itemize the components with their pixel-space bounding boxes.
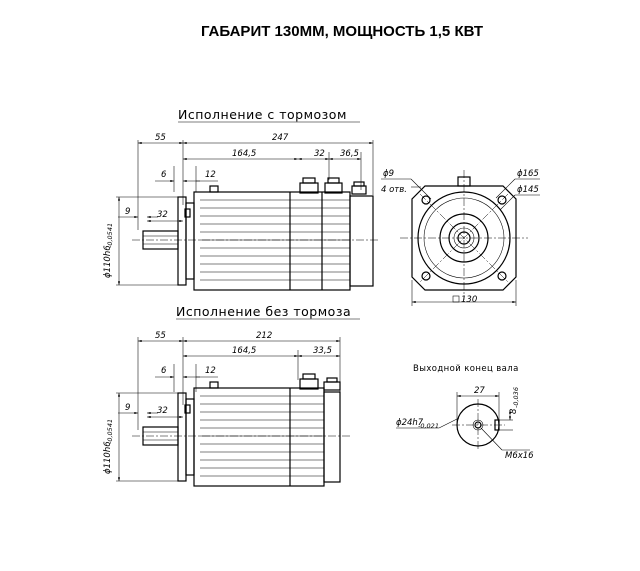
shaft-key-tol: -0,036 xyxy=(512,387,520,408)
dim-55: 55 xyxy=(155,133,166,143)
shaft-tol-v2: -0,0541 xyxy=(106,419,114,444)
dim-164-5: 164,5 xyxy=(232,149,256,159)
dim-9-b: 9 xyxy=(125,403,130,413)
view-with-brake: Исполнение с тормозом 55 247 164,5 32 36… xyxy=(103,107,380,291)
front-square: 130 xyxy=(461,295,477,305)
dim-164-5-b: 164,5 xyxy=(232,346,256,356)
without-brake-label: Исполнение без тормоза xyxy=(176,304,351,319)
shaft-d24-tol: -0,021 xyxy=(418,422,439,430)
shaft-dia-v1: ϕ110h6 xyxy=(103,245,113,278)
shaft-dia-v2: ϕ110h6 xyxy=(103,441,113,474)
front-d145: ϕ145 xyxy=(517,185,539,195)
drawing-title: ГАБАРИТ 130ММ, МОЩНОСТЬ 1,5 КВТ xyxy=(201,23,483,40)
dim-6-b: 6 xyxy=(161,366,167,376)
shaft-thread: М6х16 xyxy=(505,451,534,461)
shaft-key-width: 8 xyxy=(509,408,519,414)
dim-36-5: 36,5 xyxy=(340,149,359,159)
shaft-d24: ϕ24h7 xyxy=(396,418,424,428)
shaft-tol-v1: -0,0541 xyxy=(106,223,114,248)
dim-33-5: 33,5 xyxy=(313,346,332,356)
shaft-d27: 27 xyxy=(474,386,485,396)
shaft-end-label: Выходной конец вала xyxy=(413,364,519,374)
with-brake-label: Исполнение с тормозом xyxy=(178,107,347,122)
dim-12: 12 xyxy=(205,170,216,180)
dim-212: 212 xyxy=(256,331,272,341)
dim-9: 9 xyxy=(125,207,130,217)
view-front: ϕ9 4 отв. ϕ165 ϕ145 130 xyxy=(381,169,540,306)
view-without-brake: Исполнение без тормоза 55 212 164,5 33,5… xyxy=(103,304,360,487)
front-hole-count: 4 отв. xyxy=(381,185,407,195)
dim-55-b: 55 xyxy=(155,331,166,341)
view-shaft-end: Выходной конец вала 27 8 -0,036 ϕ24h7 -0… xyxy=(396,364,534,461)
front-hole-dia: ϕ9 xyxy=(383,169,394,179)
dim-32-top: 32 xyxy=(314,149,325,159)
dim-32-shaft: 32 xyxy=(157,210,168,220)
dim-32-shaft-b: 32 xyxy=(157,406,168,416)
front-d165: ϕ165 xyxy=(517,169,539,179)
dim-12-b: 12 xyxy=(205,366,216,376)
dim-6: 6 xyxy=(161,170,167,180)
dim-247: 247 xyxy=(272,133,289,143)
